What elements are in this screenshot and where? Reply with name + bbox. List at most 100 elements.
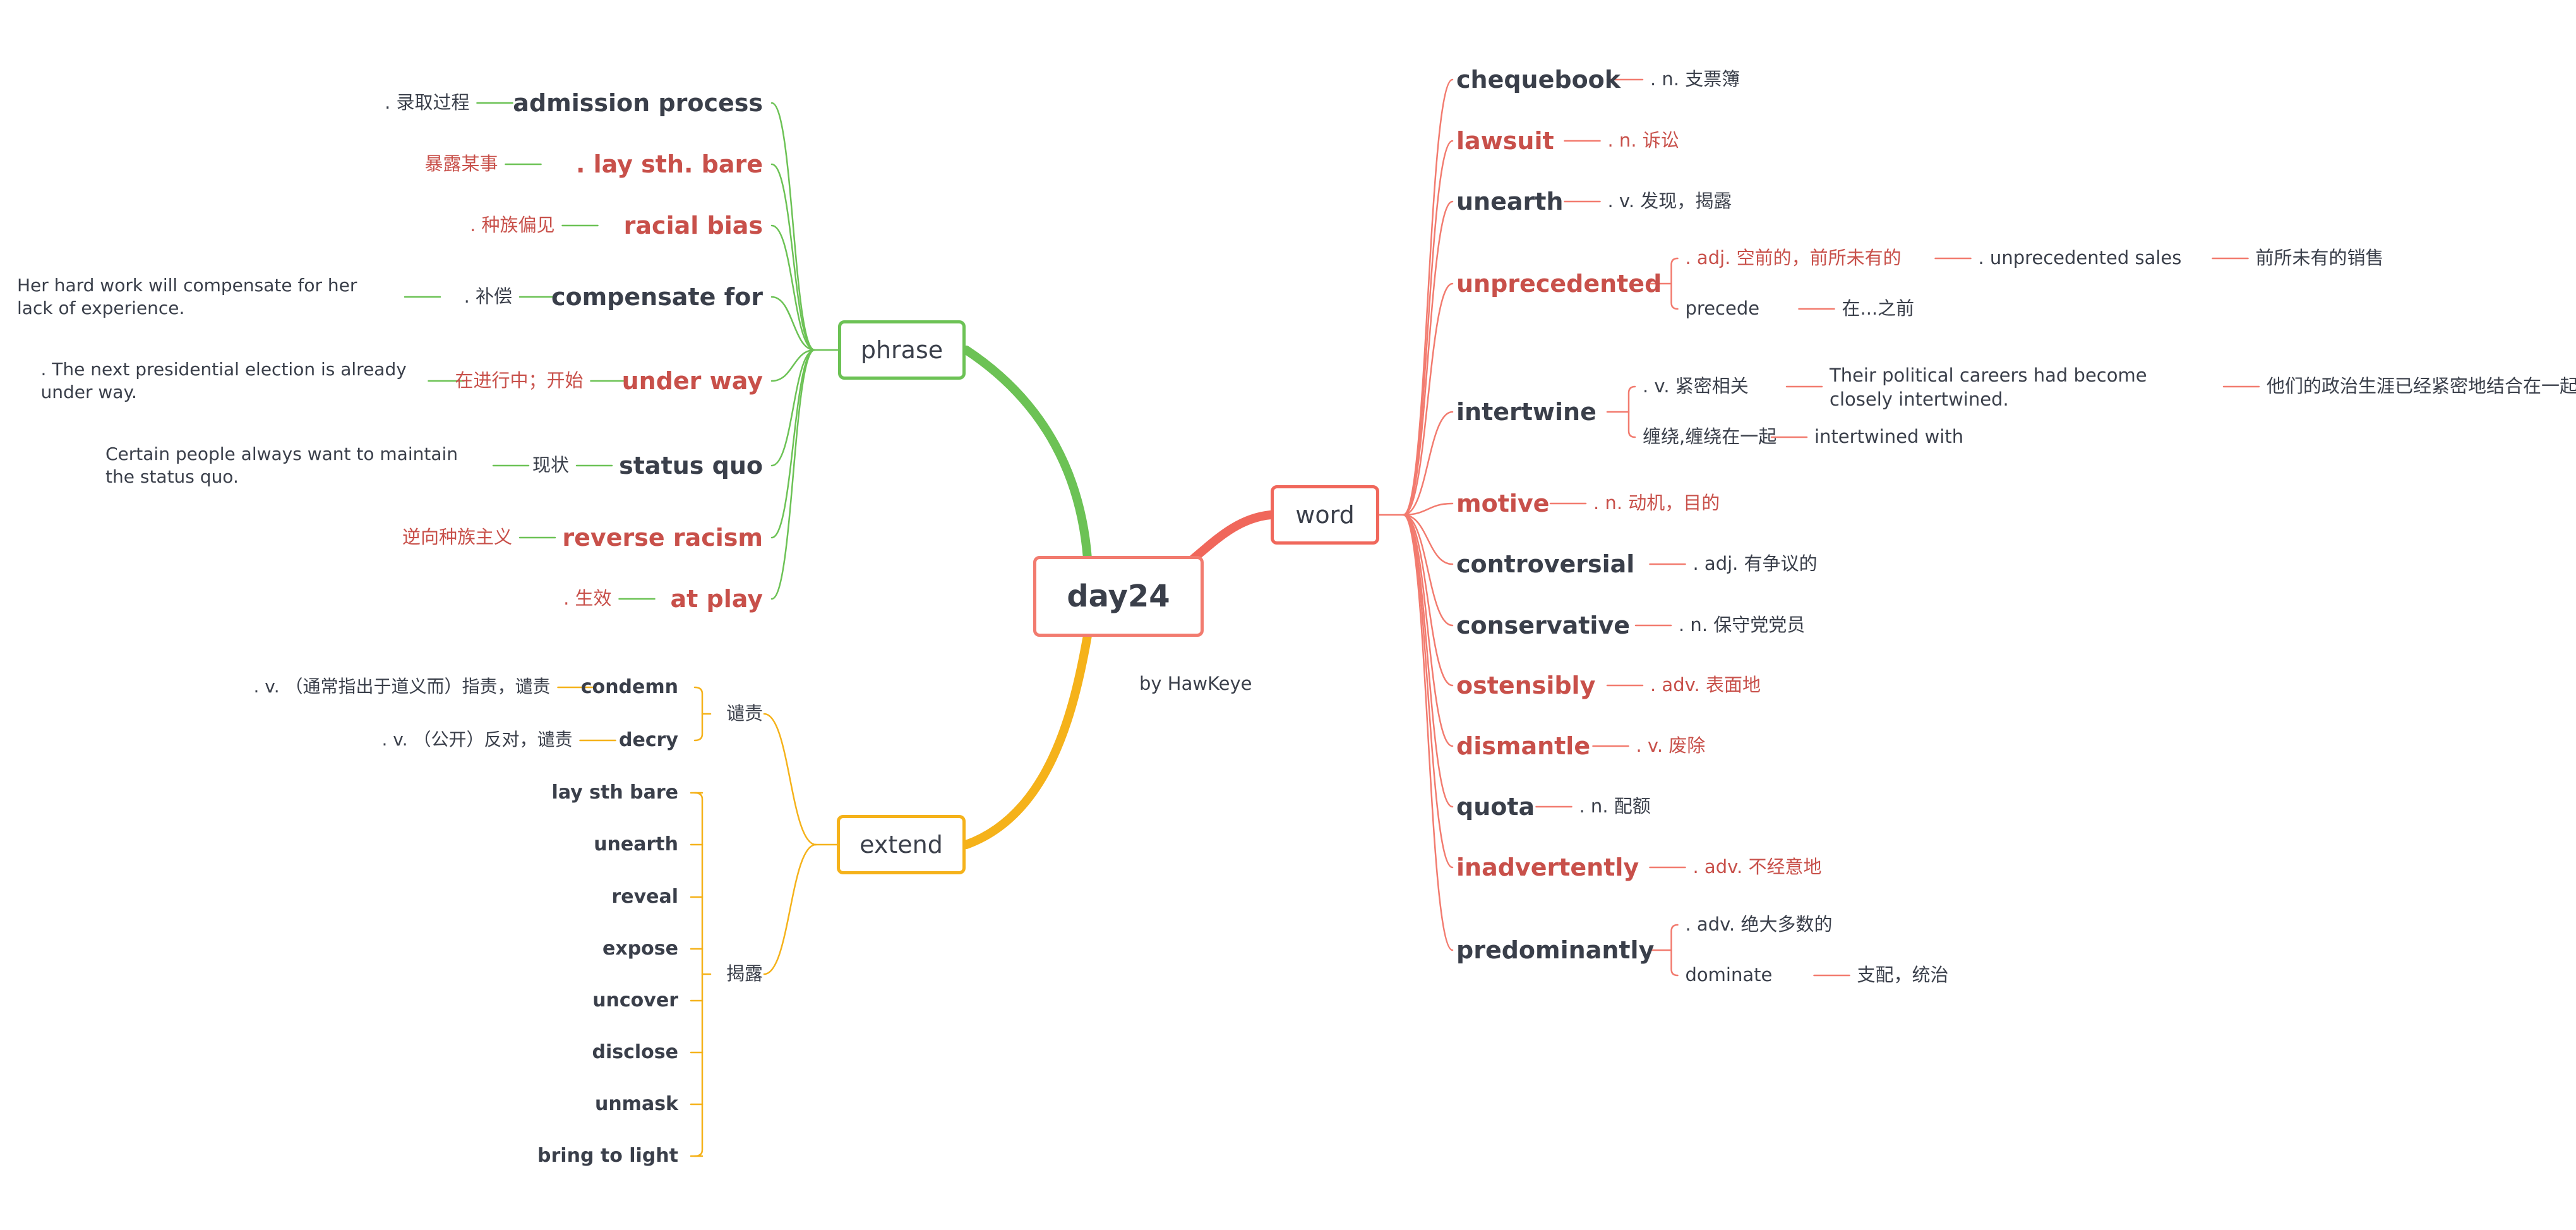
extend-term[interactable]: condemn xyxy=(580,676,678,698)
branch-extend[interactable]: extend xyxy=(837,815,966,874)
word-connector xyxy=(1402,514,1454,627)
phrase-example: Her hard work will compensate for her la… xyxy=(17,275,357,319)
branch-word-label: word xyxy=(1295,501,1355,529)
word-connector xyxy=(1402,78,1454,516)
word-meaning: . n. 动机，目的 xyxy=(1593,492,1720,514)
phrase-term[interactable]: racial bias xyxy=(623,212,763,239)
branch-line-word xyxy=(1189,510,1275,563)
word-connector xyxy=(1402,200,1454,516)
word-meaning: . n. 诉讼 xyxy=(1607,130,1679,151)
word-sub-translation: 他们的政治生涯已经紧密地结合在一起了 xyxy=(2267,375,2576,397)
word-term[interactable]: dismantle xyxy=(1456,732,1591,760)
phrase-meaning: . 种族偏见 xyxy=(470,214,555,236)
word-term[interactable]: quota xyxy=(1456,793,1535,821)
phrase-meaning: . 生效 xyxy=(563,588,612,609)
extend-term[interactable]: disclose xyxy=(592,1041,679,1063)
central-topic[interactable]: day24 xyxy=(1033,556,1204,637)
phrase-connector xyxy=(770,224,816,351)
branch-extend-label: extend xyxy=(860,831,943,859)
extend-connector xyxy=(763,713,817,846)
word-sub-detail: 支配，统治 xyxy=(1857,964,1949,986)
word-connector xyxy=(1402,502,1454,516)
word-term[interactable]: motive xyxy=(1456,490,1550,517)
phrase-example: Certain people always want to maintain t… xyxy=(105,443,458,488)
phrase-connector xyxy=(770,349,816,600)
phrase-meaning: 暴露某事 xyxy=(424,153,498,174)
extend-term[interactable]: reveal xyxy=(611,886,678,908)
word-term[interactable]: predominantly xyxy=(1456,936,1655,964)
word-term[interactable]: unprecedented xyxy=(1456,270,1662,298)
word-connector xyxy=(1402,282,1454,516)
word-sub-detail: 在...之前 xyxy=(1842,298,1915,319)
phrase-meaning: 在进行中；开始 xyxy=(455,370,584,391)
phrase-connector xyxy=(770,349,816,539)
word-meaning: . n. 保守党党员 xyxy=(1679,614,1806,636)
word-meaning: . adv. 不经意地 xyxy=(1692,856,1822,877)
extend-term[interactable]: unearth xyxy=(594,833,678,855)
branch-phrase-label: phrase xyxy=(860,336,944,364)
word-connector xyxy=(1402,514,1454,951)
word-term[interactable]: conservative xyxy=(1456,612,1630,639)
word-connector xyxy=(1402,514,1454,565)
word-connector xyxy=(1402,514,1454,687)
word-sub-label: precede xyxy=(1685,298,1760,319)
phrase-meaning: 逆向种族主义 xyxy=(402,526,512,548)
phrase-term[interactable]: admission process xyxy=(513,89,763,117)
word-sub-label: . adv. 绝大多数的 xyxy=(1685,913,1833,935)
word-sub-label: 缠绕,缠绕在一起 xyxy=(1643,426,1777,447)
extend-term[interactable]: lay sth bare xyxy=(551,781,678,804)
phrase-meaning: . 录取过程 xyxy=(385,92,470,113)
word-meaning: . n. 配额 xyxy=(1579,795,1651,817)
phrase-term[interactable]: compensate for xyxy=(551,283,763,311)
word-term[interactable]: intertwine xyxy=(1456,398,1597,426)
word-sub-translation: 前所未有的销售 xyxy=(2255,247,2384,268)
word-term[interactable]: unearth xyxy=(1456,188,1564,215)
phrase-term[interactable]: under way xyxy=(621,367,763,395)
phrase-connector xyxy=(770,349,816,467)
phrase-term[interactable]: . lay sth. bare xyxy=(575,150,763,178)
word-sub-label: dominate xyxy=(1685,964,1773,986)
extend-meaning: . v. （通常指出于道义而）指责，谴责 xyxy=(253,676,551,697)
word-sub-label: . v. 紧密相关 xyxy=(1643,375,1749,397)
extend-meaning: . v. （公开）反对，谴责 xyxy=(381,729,573,750)
extend-connector xyxy=(763,843,817,975)
word-sub-detail: . unprecedented sales xyxy=(1978,247,2182,268)
word-connector xyxy=(1402,411,1454,516)
branch-line-phrase xyxy=(962,346,1092,563)
extend-term[interactable]: uncover xyxy=(592,989,678,1011)
phrase-connector xyxy=(770,349,816,382)
word-term[interactable]: chequebook xyxy=(1456,66,1621,93)
word-bracket xyxy=(1670,257,1679,310)
central-topic-label: day24 xyxy=(1067,579,1170,614)
author-label: by HawKeye xyxy=(1139,673,1252,694)
phrase-term[interactable]: reverse racism xyxy=(562,524,763,552)
branch-word[interactable]: word xyxy=(1271,485,1379,545)
phrase-term[interactable]: at play xyxy=(670,585,763,613)
word-term[interactable]: controversial xyxy=(1456,550,1635,578)
word-connector xyxy=(1402,140,1454,516)
word-term[interactable]: inadvertently xyxy=(1456,853,1639,881)
extend-term[interactable]: bring to light xyxy=(537,1145,678,1167)
extend-group-label-condemn: 谴责 xyxy=(726,702,764,724)
phrase-connector xyxy=(770,163,816,351)
word-connector xyxy=(1402,514,1454,808)
extend-term[interactable]: decry xyxy=(619,729,678,751)
word-meaning: . adv. 表面地 xyxy=(1650,674,1761,696)
extend-bracket xyxy=(693,792,704,1157)
extend-term[interactable]: expose xyxy=(602,938,678,960)
phrase-connector xyxy=(770,102,816,351)
word-connector xyxy=(1402,514,1454,747)
word-term[interactable]: ostensibly xyxy=(1456,672,1596,699)
word-term[interactable]: lawsuit xyxy=(1456,127,1554,155)
word-meaning: . v. 发现，揭露 xyxy=(1607,190,1732,212)
word-meaning: . v. 废除 xyxy=(1636,735,1706,756)
extend-bracket xyxy=(693,686,704,742)
branch-line-extend xyxy=(962,631,1092,849)
phrase-term[interactable]: status quo xyxy=(619,452,763,479)
branch-phrase[interactable]: phrase xyxy=(838,320,966,380)
phrase-meaning: . 补偿 xyxy=(464,286,512,307)
extend-term[interactable]: unmask xyxy=(594,1093,678,1115)
word-meaning: . adj. 有争议的 xyxy=(1692,553,1818,574)
